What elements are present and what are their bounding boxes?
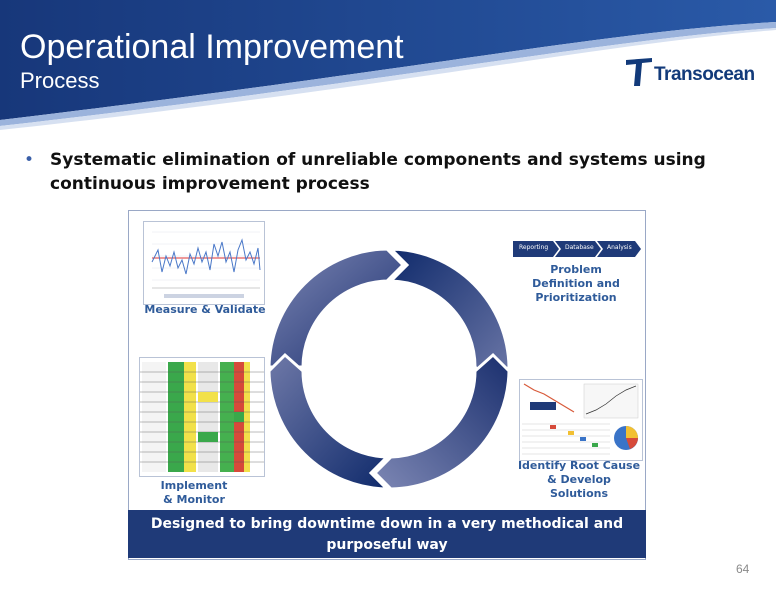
cycle-segment-measure: [267, 247, 406, 369]
stage-label-measure: Measure & Validate: [144, 303, 266, 316]
bullet-text: Systematic elimination of unreliable com…: [50, 150, 706, 194]
diagram-caption: Designed to bring downtime down in a ver…: [128, 510, 646, 558]
flow-step-reporting: Reporting: [519, 244, 549, 251]
stage-label-rootcause: Identify Root Cause & Develop Solutions: [517, 459, 641, 500]
page-number: 64: [736, 562, 750, 576]
cycle-segment-rootcause: [372, 352, 511, 491]
flow-step-analysis: Analysis: [607, 244, 632, 251]
measure-chart-thumbnail: [143, 221, 265, 305]
page-subtitle: Process: [20, 68, 100, 93]
stage-label-problem: Problem Definition and Prioritization: [532, 263, 620, 304]
cycle-segment-implement: [267, 352, 391, 491]
bullet-dot-icon: •: [24, 150, 35, 170]
logo-text: Transocean: [654, 64, 755, 85]
page-title: Operational Improvement: [20, 28, 404, 66]
process-diagram: Measure & Validate Reporting Database An…: [128, 210, 646, 560]
header-banner-graphic: [0, 0, 776, 130]
implement-table-thumbnail: [139, 357, 265, 477]
cycle-ring: [267, 247, 511, 491]
rootcause-collage-thumbnail: [519, 379, 643, 461]
flow-steps: Reporting Database Analysis: [513, 241, 641, 257]
stage-label-implement: Implement & Monitor: [160, 479, 228, 506]
flow-step-database: Database: [565, 244, 594, 251]
flow-arrows: [513, 241, 641, 257]
transocean-logo-icon: [626, 58, 652, 86]
bullet-point: • Systematic elimination of unreliable c…: [24, 148, 764, 196]
